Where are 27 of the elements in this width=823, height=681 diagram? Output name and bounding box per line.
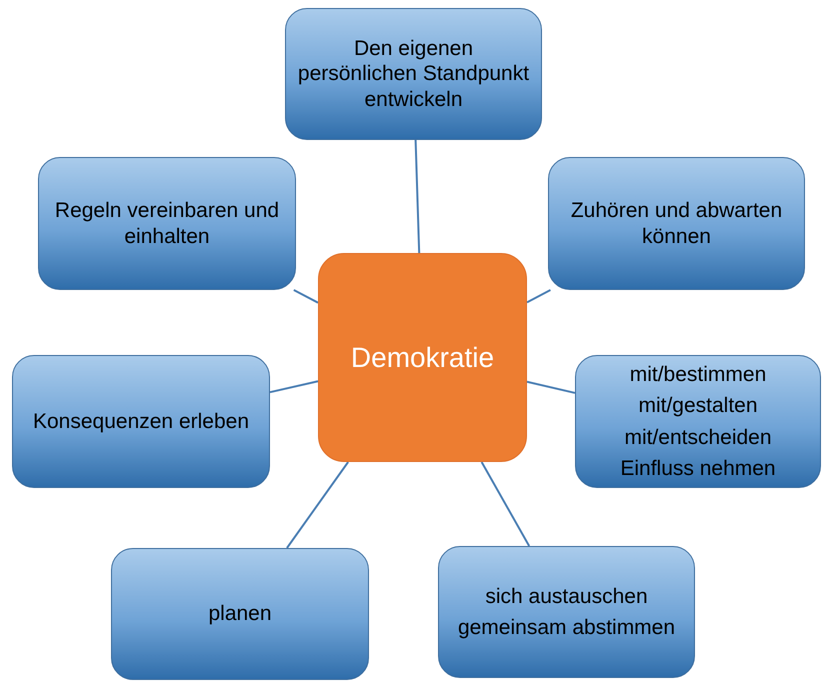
connector-line — [286, 461, 349, 549]
connector-line — [414, 140, 420, 254]
topic-box — [575, 355, 821, 488]
connector-line — [480, 462, 530, 546]
topic-box — [111, 548, 369, 680]
box-text: Demokratie — [350, 340, 494, 374]
box-text: Zuhören und abwarten können — [570, 198, 784, 249]
topic-box — [12, 355, 270, 488]
box-text: mit/bestimmen — [630, 362, 766, 388]
box-text: Regeln vereinbaren und einhalten — [54, 198, 280, 249]
box-text: sich austauschen — [485, 584, 648, 609]
box-text: planen — [208, 601, 272, 627]
connector-line — [270, 380, 318, 394]
connector-line — [293, 289, 318, 304]
topic-box — [548, 157, 805, 290]
topic-box — [285, 8, 542, 140]
box-text: gemeinsam abstimmen — [458, 615, 676, 640]
box-text: mit/gestalten — [638, 393, 758, 418]
box-text: mit/entscheiden — [624, 424, 772, 450]
center-box — [318, 253, 527, 462]
topic-box — [438, 546, 695, 678]
box-text: Einfluss nehmen — [620, 456, 776, 481]
box-text: Konsequenzen erleben — [32, 408, 249, 434]
connector-line — [526, 380, 576, 394]
connector-line — [526, 289, 551, 304]
topic-box — [38, 157, 296, 290]
box-text: Den eigenen persönlichen Standpunkt entwickeln — [296, 36, 530, 112]
